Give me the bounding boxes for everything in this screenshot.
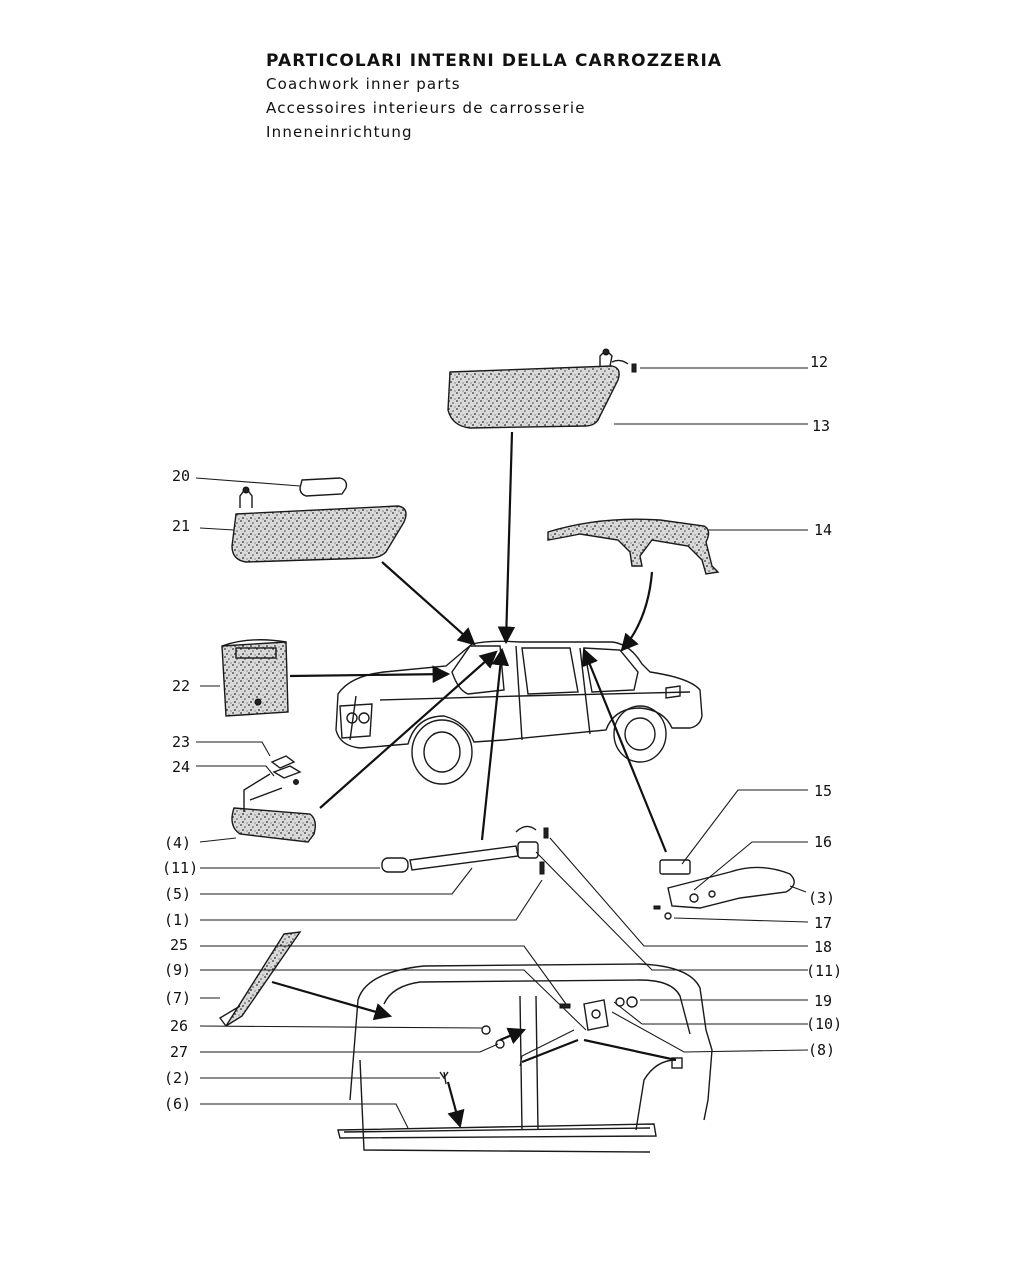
label-20: 20: [172, 467, 190, 485]
label-25: 25: [170, 936, 188, 954]
label-1: (1): [164, 911, 191, 929]
label-8: (8): [808, 1041, 835, 1059]
pillar-trim: [218, 931, 302, 1027]
subtitle-german: Inneneinrichtung: [266, 123, 413, 141]
label-11-left: (11): [162, 859, 198, 877]
door-frame: [337, 963, 713, 1153]
label-27: 27: [170, 1043, 188, 1061]
vanity-mirror: [299, 477, 348, 497]
check-strap: [381, 825, 545, 875]
screw: [543, 827, 549, 839]
label-24: 24: [172, 758, 190, 776]
subtitle-french: Accessoires interieurs de carrosserie: [266, 99, 586, 117]
label-26: 26: [170, 1017, 188, 1035]
sun-visor-left: [231, 486, 407, 563]
roof-grab-handle: [547, 518, 720, 575]
label-2: (2): [164, 1069, 191, 1087]
page-title: PARTICOLARI INTERNI DELLA CARROZZERIA: [266, 51, 723, 71]
label-7: (7): [164, 989, 191, 1007]
mirror-bracket: [270, 755, 302, 785]
label-21: 21: [172, 517, 190, 535]
label-10: (10): [806, 1015, 842, 1033]
label-16: 16: [814, 833, 832, 851]
label-9: (9): [164, 961, 191, 979]
door-hardware: [439, 996, 683, 1085]
label-3: (3): [808, 889, 835, 907]
label-11-right: (11): [806, 962, 842, 980]
label-14: 14: [814, 521, 832, 539]
rear-view-mirror: [231, 773, 317, 843]
label-15: 15: [814, 782, 832, 800]
page-header: PARTICOLARI INTERNI DELLA CARROZZERIA Co…: [266, 50, 722, 144]
label-6: (6): [164, 1095, 191, 1113]
door-pocket: [221, 639, 289, 717]
label-23: 23: [172, 733, 190, 751]
label-13: 13: [812, 417, 830, 435]
label-4: (4): [164, 834, 191, 852]
subtitle-english: Coachwork inner parts: [266, 75, 461, 93]
label-22: 22: [172, 677, 190, 695]
label-17: 17: [814, 914, 832, 932]
label-18: 18: [814, 938, 832, 956]
label-12: 12: [810, 353, 828, 371]
label-19: 19: [814, 992, 832, 1010]
car-illustration: [335, 640, 703, 785]
door-lock-group: [653, 859, 795, 920]
sun-visor-right: [447, 348, 637, 429]
label-5: (5): [164, 885, 191, 903]
